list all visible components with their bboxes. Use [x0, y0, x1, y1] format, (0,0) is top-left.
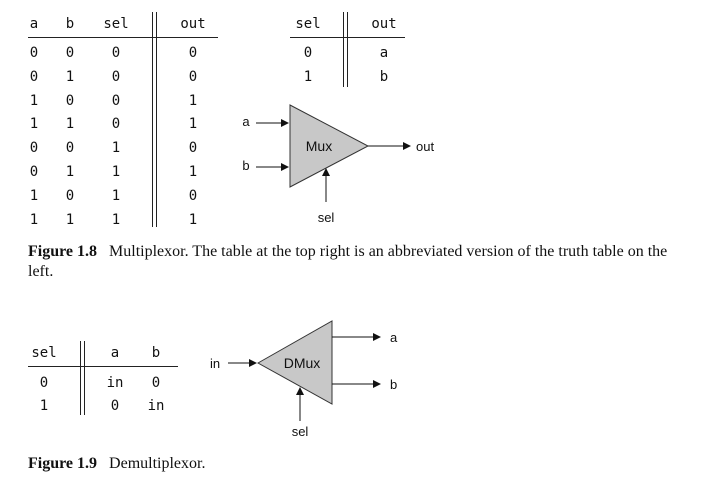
- truth-table-column-divider: [152, 12, 153, 227]
- dmux-chip: [256, 320, 333, 405]
- figure-1-9-caption: Figure 1.9 Demultiplexor.: [28, 454, 688, 474]
- dmux-output-a-label: a: [390, 330, 398, 345]
- truth-table-header-1: b: [65, 16, 75, 32]
- abbrev-table-column-divider: [347, 12, 348, 87]
- dmux-table-header-0: sel: [31, 345, 57, 361]
- dmux-diagram: DMux in a b sel: [210, 320, 398, 439]
- truth-table-cell: 1: [65, 164, 75, 180]
- dmux-table-column-divider: [80, 341, 81, 415]
- truth-table-cell: 1: [65, 116, 75, 133]
- truth-table-cell: 1: [111, 211, 121, 228]
- truth-table-cell: 1: [111, 140, 121, 157]
- mux-select-label: sel: [318, 210, 335, 225]
- abbrev-table-cell: 0: [303, 45, 313, 61]
- truth-table-header-0: a: [29, 16, 39, 32]
- dmux-select-label: sel: [292, 424, 309, 439]
- truth-table-cell: 0: [65, 92, 75, 109]
- abbrev-table-cell: a: [379, 45, 389, 61]
- truth-table-header-2: sel: [103, 16, 129, 32]
- dmux-table-cell: in: [106, 375, 124, 391]
- figure-1-8-text: Multiplexor. The table at the top right …: [28, 243, 668, 280]
- mux-chip-label: Mux: [306, 138, 332, 154]
- truth-table-cell: 1: [188, 116, 198, 133]
- figure-1-8-label: Figure 1.8: [28, 243, 98, 260]
- figure-1-9-text: Demultiplexor.: [109, 455, 206, 472]
- truth-table-cell: 1: [111, 164, 121, 180]
- truth-table-cell: 1: [188, 92, 198, 109]
- truth-table-cell: 0: [111, 45, 121, 61]
- truth-table-cell: 0: [111, 68, 121, 85]
- dmux-input-label: in: [210, 356, 220, 371]
- mux-output-label: out: [416, 139, 434, 154]
- mux-input-b-label: b: [242, 158, 249, 173]
- dmux-table-cell: 1: [39, 398, 49, 414]
- truth-table-cell: 1: [188, 164, 198, 180]
- truth-table-cell: 1: [29, 187, 39, 204]
- figure-1-8-caption: Figure 1.8 Multiplexor. The table at the…: [28, 242, 688, 282]
- figure-1-9-label: Figure 1.9: [28, 455, 98, 472]
- mux-input-a-label: a: [242, 114, 250, 129]
- truth-table-cell: 0: [65, 45, 75, 61]
- abbrev-table-cell: b: [379, 69, 389, 85]
- truth-table-header-rule: [28, 37, 218, 38]
- truth-table-cell: 1: [65, 68, 75, 85]
- truth-table-cell: 0: [111, 116, 121, 133]
- abbrev-table-cell: 1: [303, 69, 313, 85]
- truth-table-cell: 1: [29, 116, 39, 133]
- abbrev-table-header-1: out: [371, 16, 397, 32]
- truth-table-cell: 1: [188, 211, 198, 228]
- truth-table-cell: 0: [188, 187, 198, 204]
- truth-table-cell: 0: [65, 140, 75, 157]
- truth-table-column-divider: [156, 12, 157, 227]
- dmux-table-cell: 0: [110, 398, 120, 414]
- abbrev-table-header-0: sel: [295, 16, 321, 32]
- dmux-table-cell: 0: [39, 375, 49, 391]
- truth-table-cell: 0: [29, 45, 39, 61]
- truth-table-cell: 0: [29, 140, 39, 157]
- dmux-table-cell: in: [147, 398, 165, 414]
- mux-chip: [289, 104, 370, 188]
- mux-diagram: Mux a b out sel: [242, 104, 434, 225]
- truth-table-cell: 1: [29, 211, 39, 228]
- truth-table-cell: 1: [111, 187, 121, 204]
- dmux-table-header-rule: [28, 366, 178, 367]
- truth-table-cell: 0: [29, 68, 39, 85]
- dmux-table-column-divider: [84, 341, 85, 415]
- truth-table-cell: 0: [65, 187, 75, 204]
- truth-table-cell: 1: [29, 92, 39, 109]
- truth-table-cell: 1: [65, 211, 75, 228]
- truth-table-cell: 0: [188, 140, 198, 157]
- dmux-table-header-1: a: [110, 345, 120, 361]
- dmux-table-header-2: b: [151, 345, 161, 361]
- abbrev-table-column-divider: [343, 12, 344, 87]
- truth-table-cell: 0: [111, 92, 121, 109]
- truth-table-cell: 0: [188, 68, 198, 85]
- dmux-chip-label: DMux: [284, 355, 321, 371]
- dmux-table-cell: 0: [151, 375, 161, 391]
- truth-table-cell: 0: [29, 164, 39, 180]
- truth-table-header-3: out: [180, 16, 206, 32]
- dmux-output-b-label: b: [390, 377, 397, 392]
- truth-table-cell: 0: [188, 45, 198, 61]
